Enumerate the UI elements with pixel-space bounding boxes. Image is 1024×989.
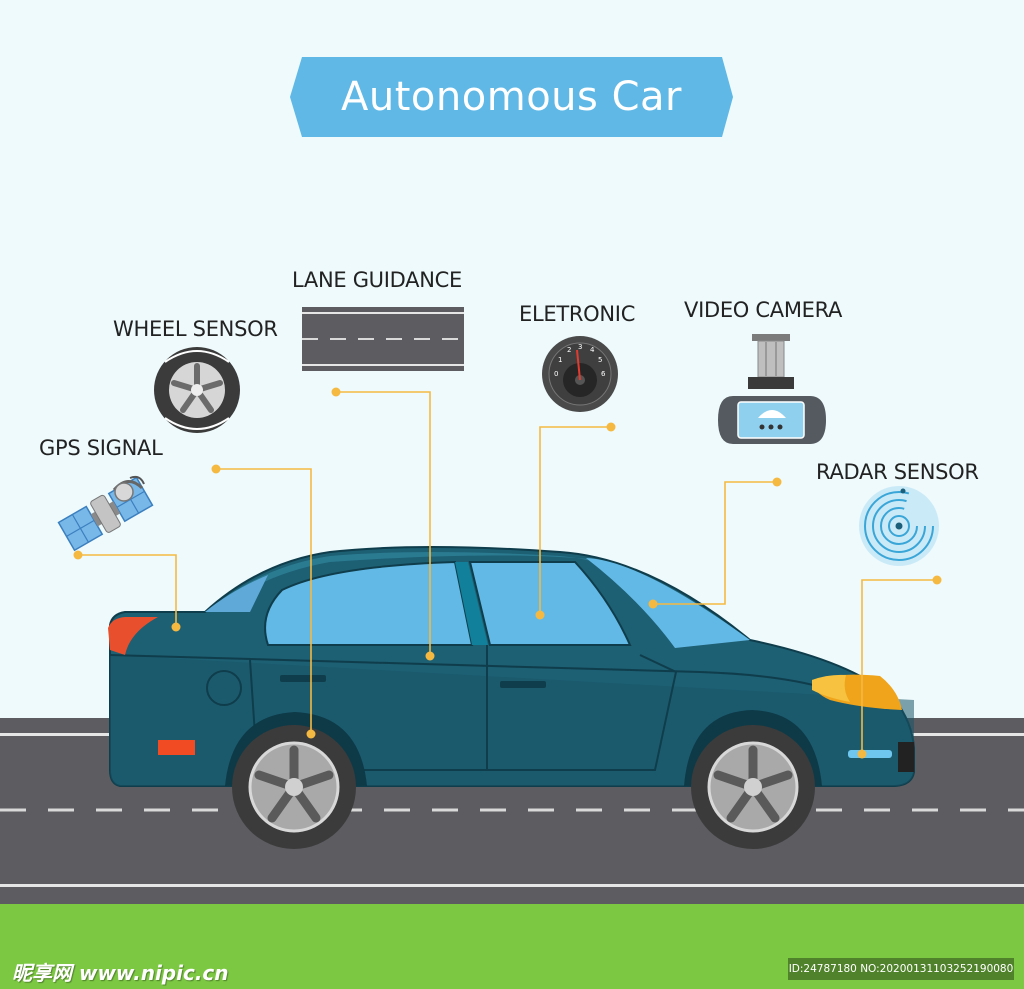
label-electronic: ELETRONIC: [519, 302, 636, 326]
connector-dots: [73, 387, 942, 759]
title-banner-shape: [290, 57, 733, 137]
gauge-number: 2: [567, 346, 571, 354]
satellite-icon: [57, 475, 154, 552]
gauge-icon: 0 1 2 3 4 5 6: [542, 336, 618, 412]
connector-lines: [78, 391, 937, 754]
connector-electronic: [539, 426, 611, 615]
gauge-number: 4: [590, 346, 595, 354]
gauge-number: 1: [558, 356, 562, 364]
watermark-logo: 昵享网 www.nipic.cn: [12, 961, 229, 985]
label-wheel-sensor: WHEEL SENSOR: [113, 317, 278, 341]
title-banner: Autonomous Car: [290, 57, 733, 137]
gauge-number: 6: [601, 370, 606, 378]
label-lane-guidance: LANE GUIDANCE: [292, 268, 462, 292]
gauge-number: 5: [598, 356, 602, 364]
page-title: Autonomous Car: [341, 74, 682, 120]
connector-camera: [653, 481, 777, 605]
rear-wheel: [232, 725, 356, 849]
camera-icon: [718, 334, 826, 444]
label-video-camera: VIDEO CAMERA: [684, 298, 843, 322]
connector-wheel: [216, 468, 312, 734]
grass: [0, 904, 1024, 989]
lane-road-icon: [302, 307, 464, 371]
front-wheel: [691, 725, 815, 849]
gauge-number: 0: [554, 370, 558, 378]
radar-icon: [859, 486, 939, 566]
wheel-icon: [154, 347, 240, 433]
watermark-id: ID:24787180 NO:20200131103252190080: [788, 958, 1014, 980]
label-radar-sensor: RADAR SENSOR: [816, 460, 979, 484]
connector-radar: [861, 579, 937, 754]
gauge-number: 3: [578, 343, 582, 351]
connector-lane: [336, 391, 431, 656]
connector-gps: [78, 554, 177, 627]
label-gps-signal: GPS SIGNAL: [39, 436, 163, 460]
